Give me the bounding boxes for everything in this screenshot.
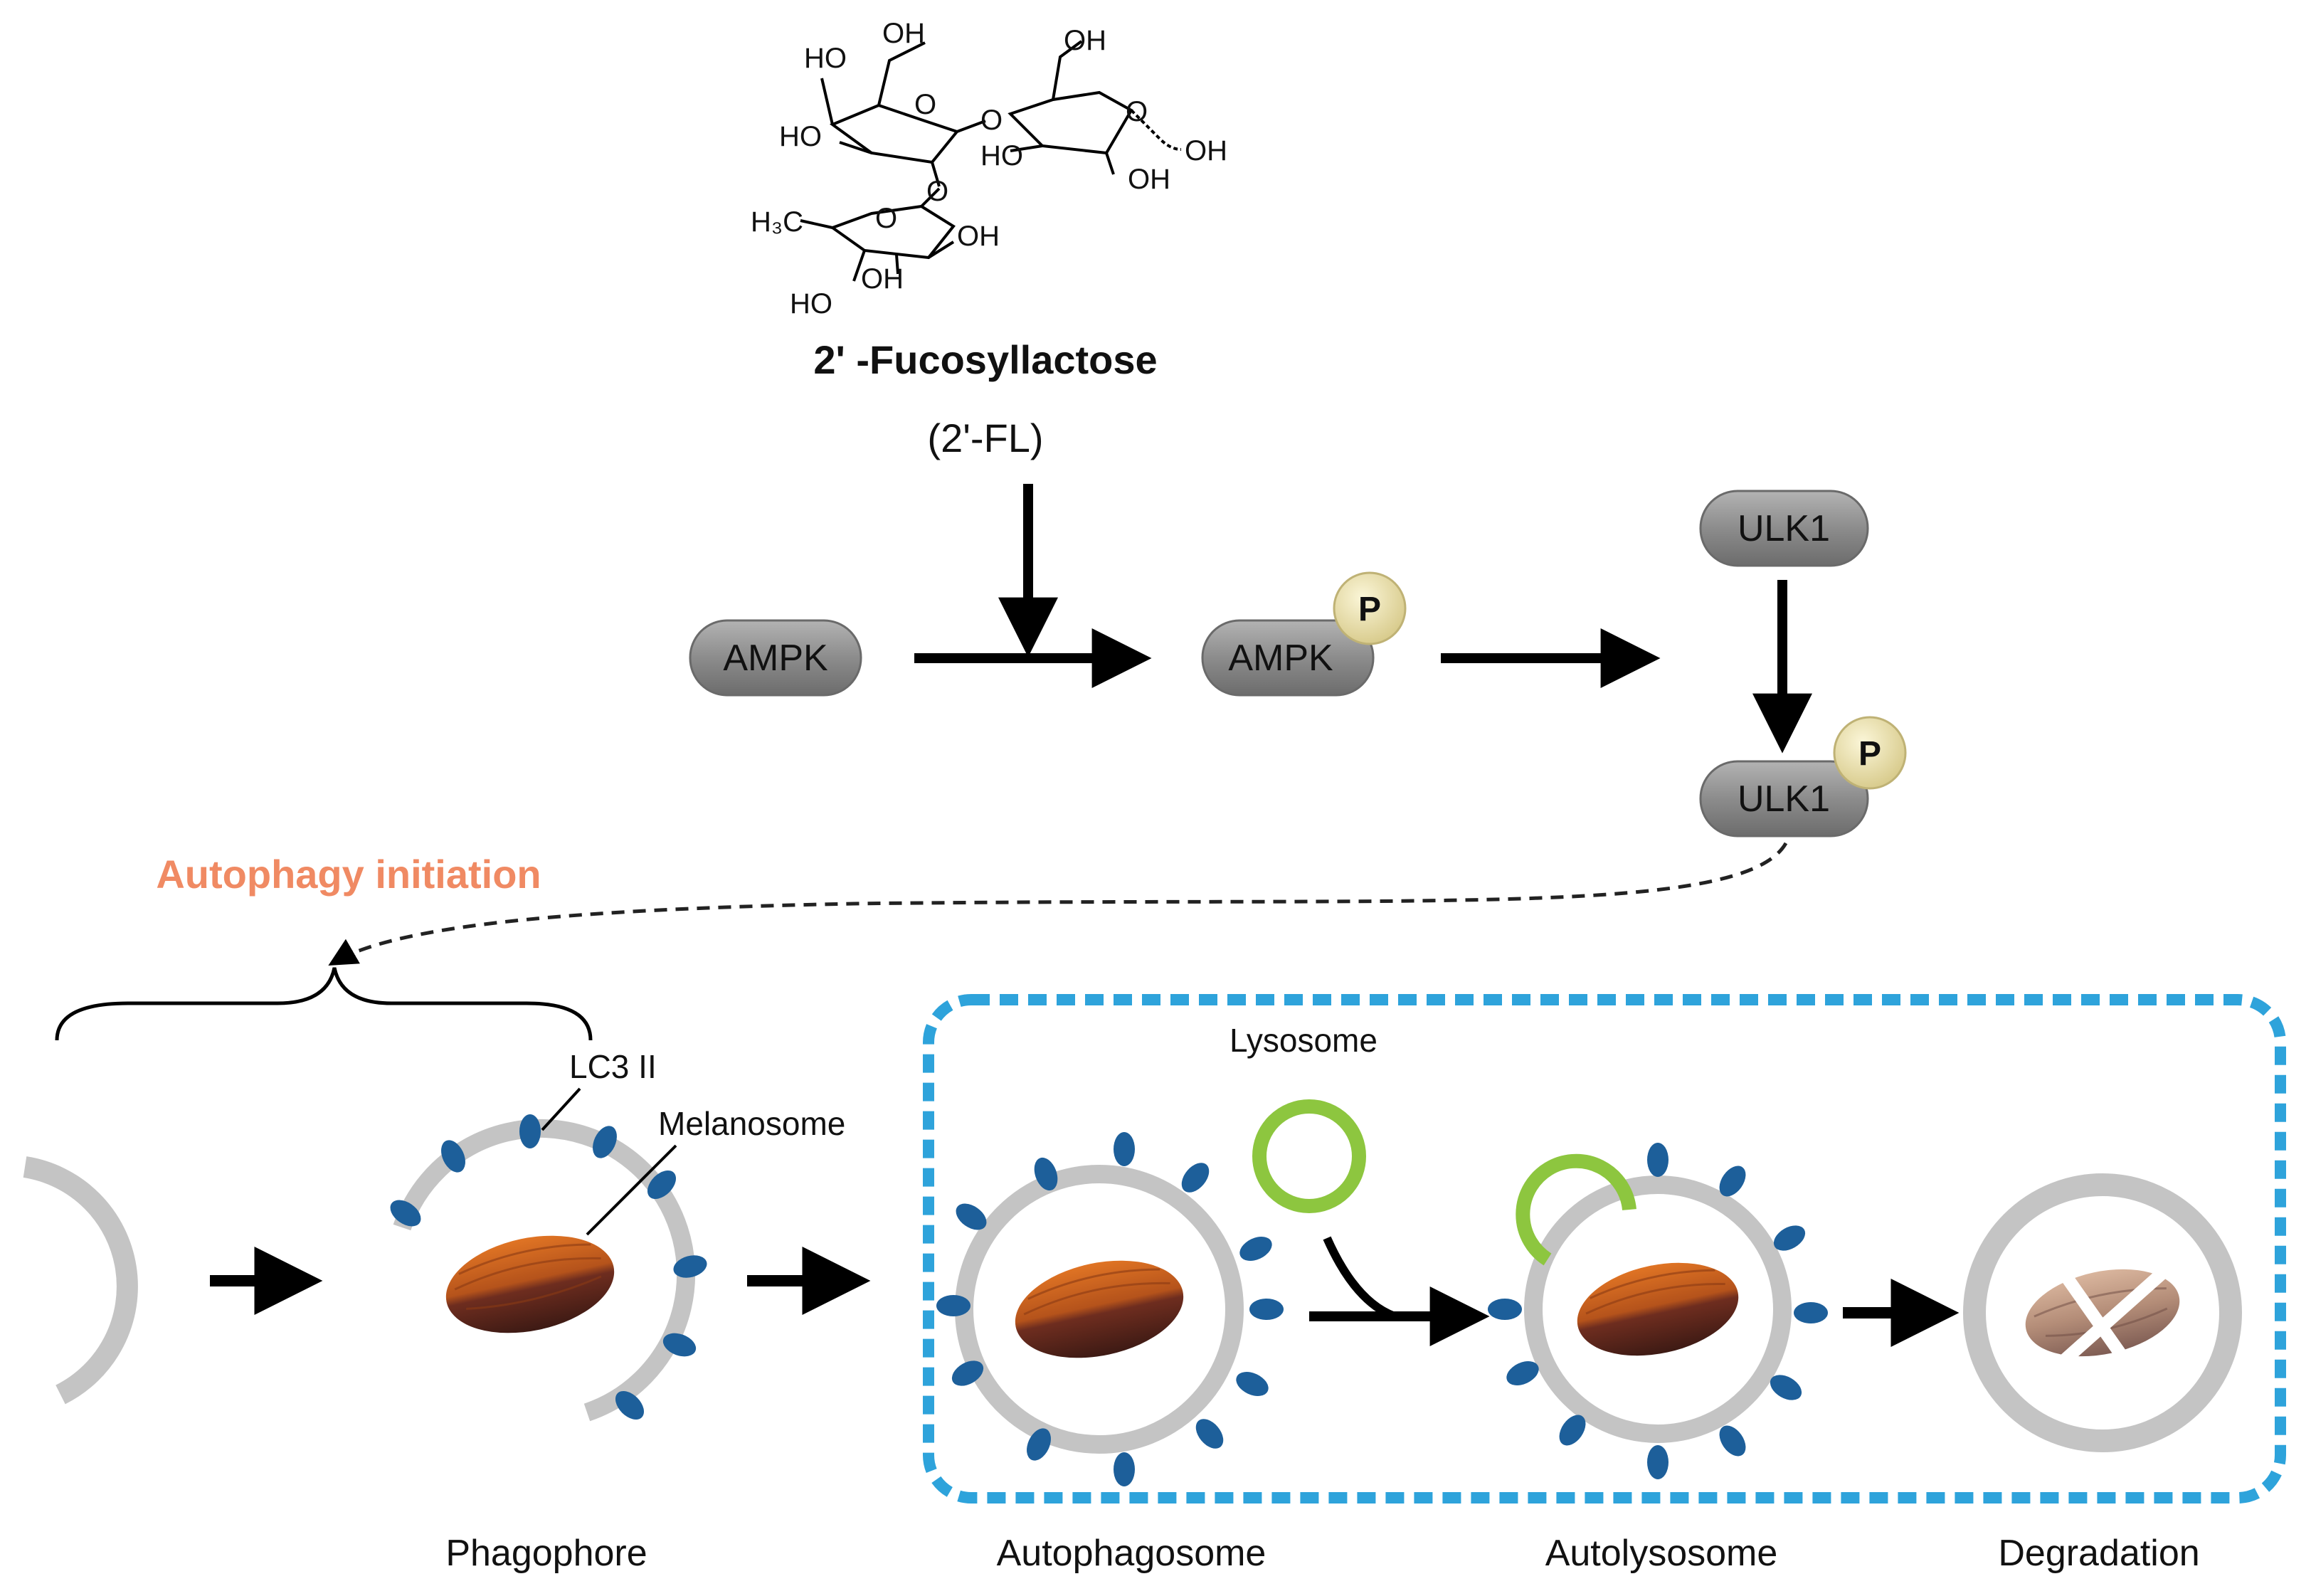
- phagophore: [390, 1114, 707, 1422]
- phospho-badge: P: [1833, 716, 1907, 790]
- ulk1-node: ULK1: [1699, 490, 1869, 567]
- svg-text:ULK1: ULK1: [1738, 508, 1830, 549]
- svg-text:AMPK: AMPK: [1228, 638, 1333, 679]
- fusion-arrow-curve: [1323, 1236, 1397, 1321]
- lc3-leader-line: [541, 1087, 581, 1131]
- ampk-node: AMPK: [689, 619, 862, 697]
- melanosome: [1577, 1262, 1739, 1356]
- atom-label: OH: [1128, 164, 1170, 195]
- autophagy-initiation-label: Autophagy initiation: [156, 852, 541, 897]
- phospho-badge: P: [1333, 571, 1407, 645]
- molecule-atom-labels: OH HO OH HO O O O HO OH OH O O H₃C OH OH…: [751, 18, 1227, 319]
- lysosome-fusion-box: [923, 994, 2286, 1503]
- melanosome-label: Melanosome: [658, 1105, 845, 1142]
- phosphorylated-ulk1-node: ULK1 P: [1699, 716, 1907, 837]
- melanosome: [445, 1235, 615, 1333]
- svg-text:P: P: [1358, 591, 1381, 628]
- isolation-membrane: [23, 1156, 138, 1405]
- melanosome: [1015, 1260, 1184, 1358]
- autolysosome: [1488, 1143, 1828, 1479]
- atom-label: HO: [779, 121, 822, 152]
- atom-label: HO: [980, 140, 1023, 171]
- atom-label: O: [980, 105, 1003, 136]
- atom-label: O: [875, 203, 897, 234]
- degraded-melanosome: [1963, 1173, 2242, 1452]
- atom-label: HO: [804, 43, 847, 74]
- stage-label-autophagosome: Autophagosome: [997, 1533, 1266, 1574]
- atom-label: OH: [957, 221, 1000, 252]
- svg-text:P: P: [1858, 735, 1881, 773]
- svg-text:ULK1: ULK1: [1738, 778, 1830, 820]
- initiation-dashed-arrow: [328, 842, 1788, 966]
- atom-label: O: [914, 89, 936, 120]
- lysosome-label: Lysosome: [1229, 1022, 1377, 1059]
- atom-label: HO: [790, 288, 832, 319]
- svg-text:AMPK: AMPK: [723, 638, 828, 679]
- stage-label-autolysosome: Autolysosome: [1545, 1533, 1778, 1574]
- lysosome: [1252, 1099, 1366, 1213]
- lc3-dots: [936, 1132, 1284, 1486]
- stage-label-degradation: Degradation: [1998, 1533, 2199, 1574]
- atom-label: OH: [1064, 25, 1106, 56]
- molecule-abbreviation: (2'-FL): [927, 416, 1043, 460]
- lc3-label: LC3 II: [569, 1048, 657, 1085]
- lc3-dots: [1488, 1143, 1828, 1479]
- melanosome-leader-line: [586, 1144, 677, 1236]
- atom-label: O: [926, 176, 948, 207]
- atom-label: OH: [861, 263, 904, 295]
- molecule-name: 2' -Fucosyllactose: [813, 337, 1157, 382]
- atom-label: O: [1126, 96, 1148, 127]
- lc3-dots: [390, 1114, 707, 1420]
- atom-label: H₃C: [751, 206, 803, 238]
- atom-label: OH: [1185, 135, 1227, 167]
- fucosyllactose-structure: [800, 40, 1182, 282]
- initiation-brace: [55, 967, 593, 1041]
- stage-label-phagophore: Phagophore: [445, 1533, 647, 1574]
- phosphorylated-ampk-node: AMPK P: [1201, 571, 1407, 697]
- autophagosome: [936, 1132, 1284, 1486]
- atom-label: OH: [882, 18, 925, 49]
